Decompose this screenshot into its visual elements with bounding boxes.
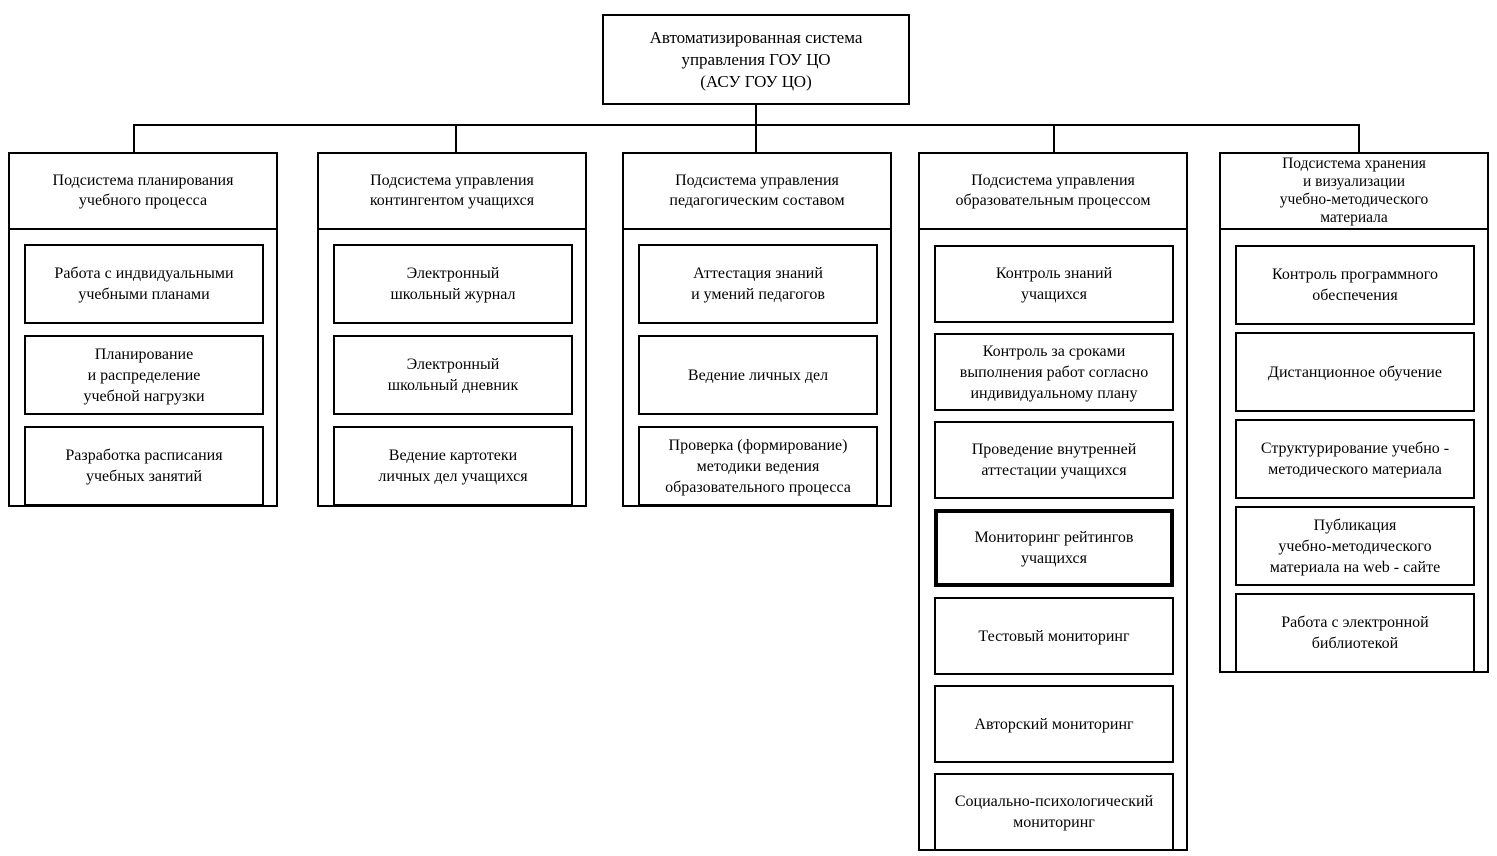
node-label: Дистанционное обучение <box>1268 363 1442 381</box>
node-personal-files: Ведение личных дел <box>638 335 878 415</box>
node-label: Мониторинг рейтингов учащихся <box>974 529 1134 567</box>
node-socio-psych-monitoring: Социально-психологический мониторинг <box>934 773 1174 851</box>
node-software-control: Контроль программного обеспечения <box>1235 245 1475 325</box>
node-school-journal: Электронный школьный журнал <box>333 244 573 324</box>
node-knowledge-control: Контроль знаний учащихся <box>934 245 1174 323</box>
subsystem-storage: Подсистема хранения и визуализации учебн… <box>1219 152 1489 673</box>
node-label: Разработка расписания учебных занятий <box>65 447 223 485</box>
node-label: Социально-психологический мониторинг <box>954 793 1154 831</box>
node-label: Работа с индвидуальными учебными планами <box>54 265 234 303</box>
connector-drop-educational <box>1053 124 1055 152</box>
node-label: Контроль знаний учащихся <box>995 265 1113 303</box>
subsystem-planning-title: Подсистема планирования учебного процесс… <box>52 172 234 209</box>
node-test-monitoring: Тестовый мониторинг <box>934 597 1174 675</box>
connector-drop-storage <box>1358 124 1360 152</box>
root-node: Автоматизированная система управления ГО… <box>602 14 910 105</box>
node-individual-plans: Работа с индвидуальными учебными планами <box>24 244 264 324</box>
node-label: Контроль за сроками выполнения работ сог… <box>959 342 1149 402</box>
subsystem-educational-body: Контроль знаний учащихся Контроль за сро… <box>920 230 1186 851</box>
node-label: Проведение внутренней аттестации учащихс… <box>971 441 1137 479</box>
subsystem-pedagogical-body: Аттестация знаний и умений педагогов Вед… <box>624 230 890 506</box>
subsystem-storage-title: Подсистема хранения и визуализации учебн… <box>1279 155 1429 226</box>
connector-drop-contingent <box>455 124 457 152</box>
node-rating-monitoring: Мониторинг рейтингов учащихся <box>934 509 1174 587</box>
node-personal-files-cards: Ведение картотеки личных дел учащихся <box>333 426 573 506</box>
subsystem-contingent-body: Электронный школьный журнал Электронный … <box>319 230 585 506</box>
node-load-planning: Планирование и распределение учебной наг… <box>24 335 264 415</box>
subsystem-planning: Подсистема планирования учебного процесс… <box>8 152 278 507</box>
node-deadline-control: Контроль за сроками выполнения работ сог… <box>934 333 1174 411</box>
node-electronic-library: Работа с электронной библиотекой <box>1235 593 1475 673</box>
node-label: Аттестация знаний и умений педагогов <box>691 265 825 303</box>
node-label: Работа с электронной библиотекой <box>1281 614 1429 652</box>
node-internal-attestation: Проведение внутренней аттестации учащихс… <box>934 421 1174 499</box>
subsystem-educational-header: Подсистема управления образовательным пр… <box>920 154 1186 230</box>
connector-drop-pedagogical <box>755 124 757 152</box>
node-label: Публикация учебно-методического материал… <box>1269 516 1441 576</box>
connector-drop-planning <box>133 124 135 152</box>
node-label: Авторский мониторинг <box>974 715 1134 733</box>
node-label: Ведение картотеки личных дел учащихся <box>378 447 528 485</box>
node-label: Тестовый мониторинг <box>978 627 1130 645</box>
subsystem-educational: Подсистема управления образовательным пр… <box>918 152 1188 851</box>
subsystem-pedagogical: Подсистема управления педагогическим сос… <box>622 152 892 507</box>
subsystem-pedagogical-title: Подсистема управления педагогическим сос… <box>669 172 845 209</box>
node-label: Планирование и распределение учебной наг… <box>83 345 205 405</box>
node-label: Проверка (формирование) методики ведения… <box>665 436 851 496</box>
subsystem-contingent-header: Подсистема управления контингентом учащи… <box>319 154 585 230</box>
subsystem-contingent-title: Подсистема управления контингентом учащи… <box>369 172 535 209</box>
subsystem-planning-header: Подсистема планирования учебного процесс… <box>10 154 276 230</box>
node-teacher-attestation: Аттестация знаний и умений педагогов <box>638 244 878 324</box>
root-node-label: Автоматизированная система управления ГО… <box>649 27 863 91</box>
connector-root-stub <box>755 105 757 126</box>
subsystem-planning-body: Работа с индвидуальными учебными планами… <box>10 230 276 506</box>
node-author-monitoring: Авторский мониторинг <box>934 685 1174 763</box>
node-label: Ведение личных дел <box>687 366 829 384</box>
node-web-publication: Публикация учебно-методического материал… <box>1235 506 1475 586</box>
node-methodology-check: Проверка (формирование) методики ведения… <box>638 426 878 506</box>
node-label: Электронный школьный журнал <box>390 265 516 303</box>
node-label: Электронный школьный дневник <box>387 356 519 394</box>
subsystem-educational-title: Подсистема управления образовательным пр… <box>955 172 1151 209</box>
subsystem-pedagogical-header: Подсистема управления педагогическим сос… <box>624 154 890 230</box>
node-label: Контроль программного обеспечения <box>1272 266 1438 304</box>
node-school-diary: Электронный школьный дневник <box>333 335 573 415</box>
node-material-structuring: Структурирование учебно - методического … <box>1235 419 1475 499</box>
node-distance-learning: Дистанционное обучение <box>1235 332 1475 412</box>
subsystem-storage-body: Контроль программного обеспечения Дистан… <box>1221 230 1487 673</box>
node-label: Структурирование учебно - методического … <box>1260 440 1450 478</box>
subsystem-contingent: Подсистема управления контингентом учащи… <box>317 152 587 507</box>
node-schedule-development: Разработка расписания учебных занятий <box>24 426 264 506</box>
subsystem-storage-header: Подсистема хранения и визуализации учебн… <box>1221 154 1487 230</box>
connector-bus <box>133 124 1360 126</box>
